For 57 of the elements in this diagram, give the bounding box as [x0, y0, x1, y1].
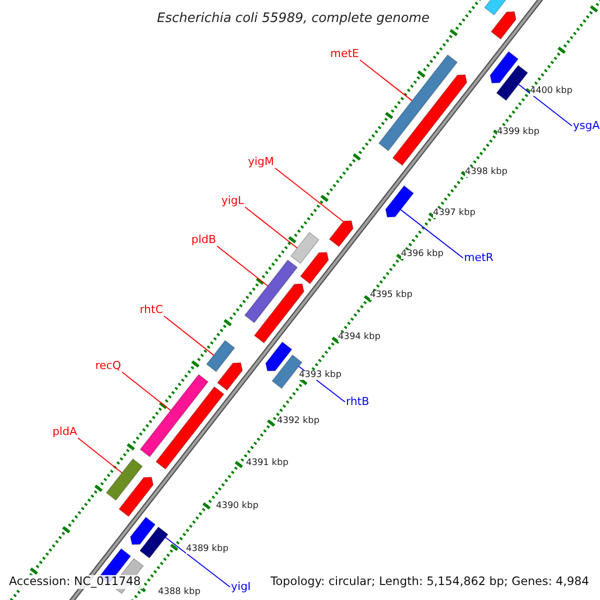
gene-feature — [300, 252, 329, 284]
gene-feature — [216, 362, 243, 391]
gene-feature — [328, 220, 354, 248]
footer-text: Accession: NC_011748 — [7, 575, 143, 589]
gene-feature — [265, 341, 292, 372]
scale-label: 4395 kbp — [370, 291, 412, 300]
scale-label: 4392 kbp — [277, 417, 320, 426]
gene-feature — [244, 260, 298, 324]
gene-label: yigM — [248, 156, 274, 167]
footer-text: Topology: circular; Length: 5,154,862 bp; Genes: 4,984 — [268, 575, 591, 589]
gene-feature — [290, 232, 320, 264]
leader-line — [360, 60, 412, 102]
gene-feature — [140, 374, 209, 458]
scale-label: 4388 kbp — [158, 588, 200, 597]
gene-feature — [206, 340, 236, 372]
leader-line — [400, 209, 464, 258]
leader-line — [164, 316, 214, 356]
scale-label: 4399 kbp — [497, 128, 540, 137]
gene-label: recQ — [95, 360, 121, 371]
leader-line — [122, 372, 172, 411]
gene-feature — [106, 458, 143, 501]
scale-label: 4393 kbp — [299, 371, 342, 380]
scale-label: 4394 kbp — [338, 333, 380, 342]
gene-feature — [392, 74, 468, 166]
gene-label: rhtB — [346, 396, 370, 407]
leader-line — [78, 438, 122, 474]
leader-line — [165, 536, 230, 588]
title: Escherichia coli 55989, complete genome — [157, 12, 430, 25]
leader-line — [518, 84, 572, 126]
gene-feature — [254, 283, 304, 344]
scale-label: 4397 kbp — [433, 209, 476, 218]
gene-feature — [118, 476, 154, 517]
gene-feature — [378, 54, 458, 152]
gene-label: metR — [464, 252, 494, 263]
gene-feature — [130, 516, 156, 545]
scale-label: 4396 kbp — [401, 250, 444, 259]
scale-label: 4391 kbp — [246, 459, 288, 468]
gene-label: pldB — [191, 234, 216, 245]
scale-label: 4400 kbp — [530, 87, 572, 96]
gene-feature — [490, 51, 519, 84]
gene-feature — [139, 526, 168, 559]
gene-feature — [155, 386, 224, 470]
gene-label: pldA — [52, 426, 77, 437]
scale-label: 4390 kbp — [216, 502, 258, 511]
scale-label: 4389 kbp — [186, 545, 228, 554]
gene-label: yigI — [231, 581, 251, 592]
leader-line — [216, 246, 268, 286]
gene-label: metE — [330, 48, 359, 59]
gene-feature — [490, 11, 516, 40]
scale-label: 4398 kbp — [465, 168, 508, 177]
gene-label: yigL — [221, 195, 244, 206]
gene-feature — [385, 185, 414, 218]
leader-line — [274, 168, 344, 222]
gene-label: rhtC — [140, 304, 163, 315]
gene-label: ysgA — [573, 120, 600, 131]
leader-line — [244, 206, 298, 248]
gene-feature — [496, 64, 528, 101]
